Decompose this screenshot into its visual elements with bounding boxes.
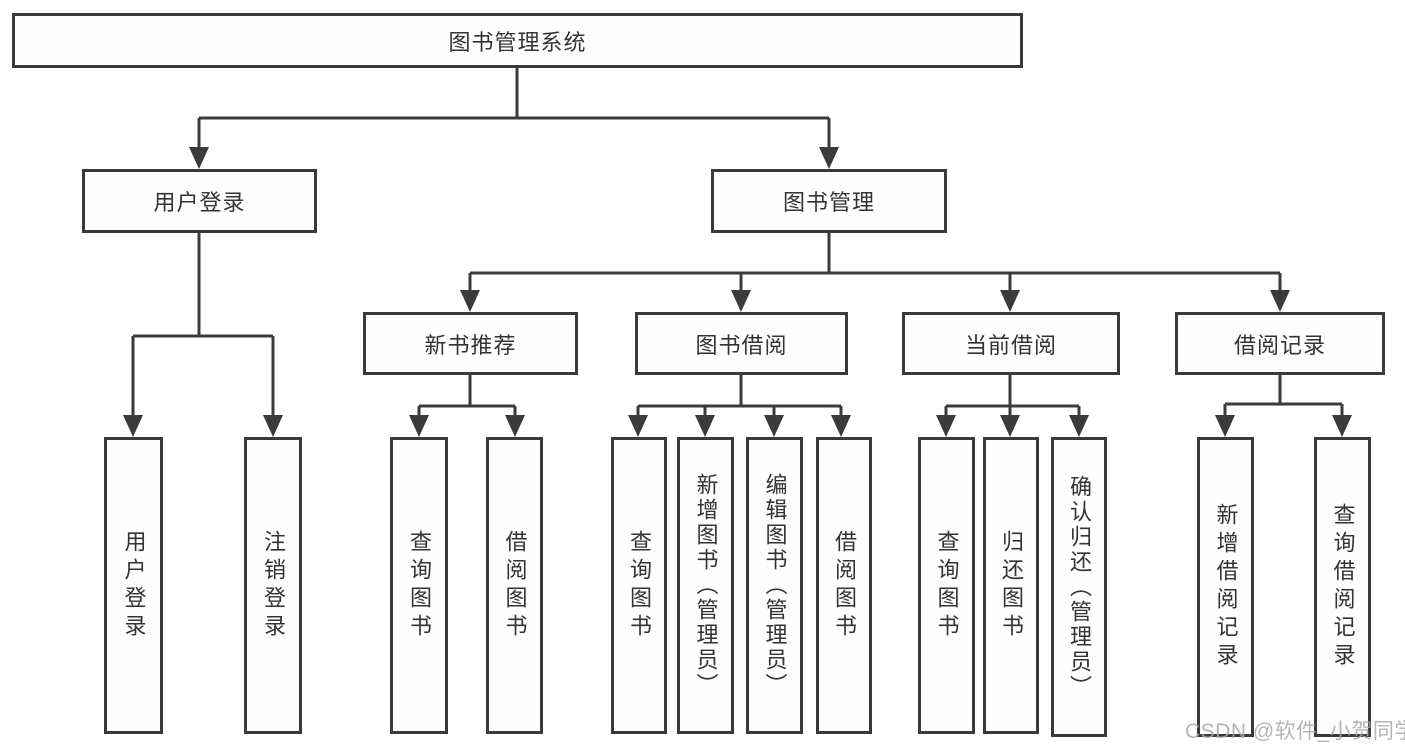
node-label: 用户登录	[153, 190, 246, 215]
node-leaf-query-books-3: 查询图书	[918, 437, 975, 734]
node-leaf-borrow-books-1: 借阅图书	[486, 437, 543, 734]
node-leaf-add-book-admin: 新增图书（管理员）	[677, 437, 734, 734]
node-label: 图书借阅	[695, 332, 788, 358]
node-label: 图书管理	[782, 190, 875, 215]
node-label: 用户登录	[121, 529, 147, 642]
node-book-management: 图书管理	[711, 169, 947, 233]
node-borrowing-records: 借阅记录	[1175, 312, 1385, 375]
node-label: 查询图书	[934, 529, 960, 642]
node-label: 新书推荐	[424, 332, 517, 358]
node-label: 借阅记录	[1233, 332, 1326, 358]
csdn-watermark: CSDN @软件_小贺同学	[1185, 720, 1405, 743]
node-leaf-edit-book-admin: 编辑图书（管理员）	[746, 437, 803, 734]
node-label: 借阅图书	[502, 529, 528, 642]
node-label: 新增借阅记录	[1213, 503, 1239, 671]
node-label: 新增图书（管理员）	[693, 473, 719, 698]
node-label: 注销登录	[261, 529, 286, 642]
node-leaf-return-book: 归还图书	[983, 437, 1039, 734]
node-root-system: 图书管理系统	[12, 13, 1023, 68]
node-label: 借阅图书	[832, 529, 857, 642]
node-label: 查询借阅记录	[1330, 503, 1356, 671]
node-label: 当前借阅	[964, 332, 1057, 358]
node-leaf-query-books-1: 查询图书	[390, 437, 448, 734]
node-leaf-user-login: 用户登录	[104, 437, 163, 734]
node-label: 查询图书	[627, 529, 652, 642]
node-user-login-branch: 用户登录	[82, 169, 317, 233]
node-label: 编辑图书（管理员）	[762, 473, 788, 698]
node-leaf-query-books-2: 查询图书	[611, 437, 667, 734]
node-label: 查询图书	[407, 529, 432, 642]
node-leaf-borrow-books-2: 借阅图书	[816, 437, 872, 734]
node-leaf-query-borrow-record: 查询借阅记录	[1314, 437, 1371, 737]
node-label: 确认归还（管理员）	[1067, 474, 1092, 700]
node-book-borrowing: 图书借阅	[635, 312, 848, 375]
node-leaf-confirm-return-admin: 确认归还（管理员）	[1051, 437, 1107, 737]
node-leaf-logout: 注销登录	[244, 437, 302, 734]
node-leaf-add-borrow-record: 新增借阅记录	[1197, 437, 1254, 737]
node-label: 图书管理系统	[448, 29, 587, 55]
node-current-borrowing: 当前借阅	[902, 312, 1120, 375]
node-new-book-recommend: 新书推荐	[363, 312, 578, 375]
node-label: 归还图书	[999, 529, 1024, 642]
